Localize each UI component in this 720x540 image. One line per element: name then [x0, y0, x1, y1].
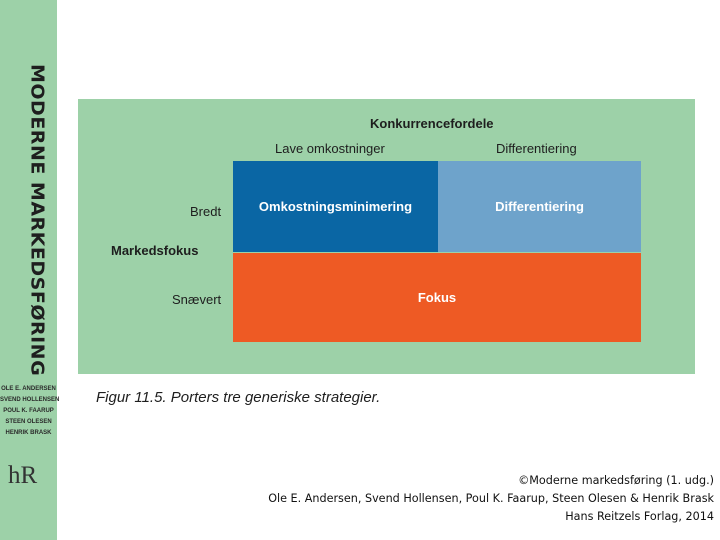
book-spine: MODERNE MARKEDSFØRING OLE E. ANDERSEN SV… [0, 0, 60, 540]
column-header-differentiation: Differentiering [496, 141, 577, 156]
spine-authors: OLE E. ANDERSEN SVEND HOLLENSEN POUL K. … [0, 384, 60, 439]
publisher-logo: hR [8, 462, 38, 489]
strategy-figure: Konkurrencefordele Lave omkostninger Dif… [78, 99, 695, 374]
copyright-line: ©Moderne markedsføring (1. udg.) [518, 474, 714, 487]
spine-author: POUL K. FAARUP [3, 408, 54, 414]
spine-author: OLE E. ANDERSEN [1, 386, 56, 392]
spine-author: SVEND HOLLENSEN [0, 397, 60, 403]
cell-cost-leadership: Omkostningsminimering [233, 161, 438, 252]
row-label-narrow: Snævert [172, 292, 222, 307]
figure-header: Konkurrencefordele [370, 116, 494, 131]
copyright-block: ©Moderne markedsføring (1. udg.) Ole E. … [268, 472, 714, 526]
spine-title: MODERNE MARKEDSFØRING [26, 64, 48, 377]
spine-author: STEEN OLESEN [5, 419, 52, 425]
copyright-authors: Ole E. Andersen, Svend Hollensen, Poul K… [268, 492, 714, 505]
figure-caption: Figur 11.5. Porters tre generiske strate… [96, 389, 381, 406]
spine-author: HENRIK BRASK [5, 430, 52, 436]
column-header-low-cost: Lave omkostninger [275, 141, 385, 156]
row-axis-label: Markedsfokus [111, 243, 199, 258]
cell-differentiation: Differentiering [438, 161, 641, 252]
row-label-broad: Bredt [190, 204, 222, 219]
cell-focus: Fokus [233, 253, 641, 342]
copyright-publisher: Hans Reitzels Forlag, 2014 [565, 510, 714, 523]
